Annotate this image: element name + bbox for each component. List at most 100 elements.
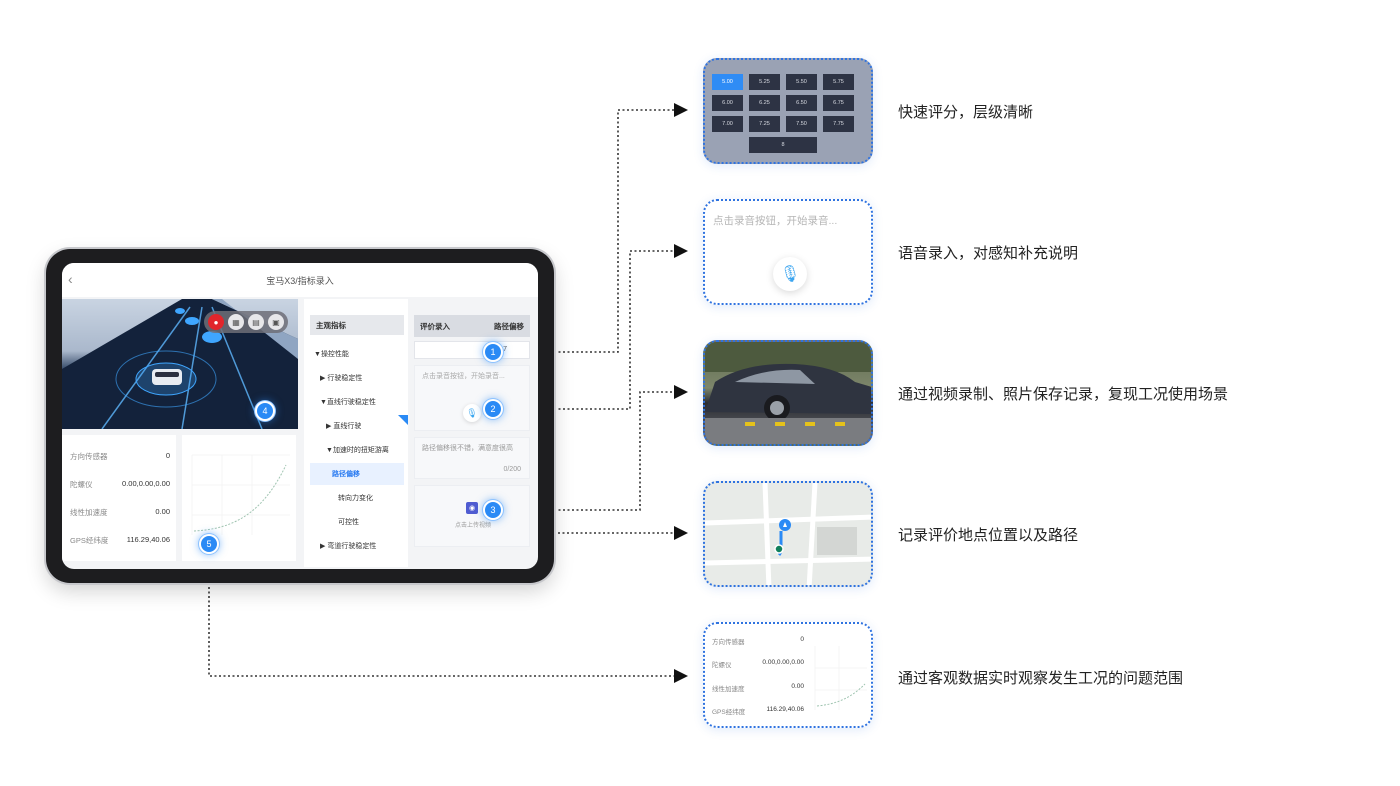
tree-item-selected[interactable]: 路径偏移 <box>310 463 404 485</box>
score-option[interactable]: 6.75 <box>823 95 854 111</box>
sensor-row: 陀螺仪 0.00,0.00,0.00 <box>70 479 170 490</box>
sensor-value: 0 <box>800 636 804 643</box>
arrowhead-4 <box>674 526 688 540</box>
sensor-row: GPS经纬度 116.29,40.06 <box>70 535 170 546</box>
tree-item[interactable]: ▼操控性能 <box>314 351 349 358</box>
note-char-count: 0/200 <box>503 466 521 473</box>
evaluation-panel: 评价录入 路径偏移 7 点击录音按钮，开始录音... 🎙 路径偏移很不错，满意度… <box>414 299 532 567</box>
sensor-value: 116.29,40.06 <box>766 706 804 713</box>
eval-header: 评价录入 路径偏移 <box>414 315 530 337</box>
score-option[interactable]: 7.75 <box>823 116 854 132</box>
callout-label-1: 快速评分，层级清晰 <box>898 104 1034 121</box>
sensor-value: 0.00,0.00,0.00 <box>762 659 804 666</box>
arrowhead-1 <box>674 103 688 117</box>
score-option[interactable]: 6.50 <box>786 95 817 111</box>
badge-4: 4 <box>257 403 273 419</box>
badge-1: 1 <box>485 344 501 360</box>
callout-label-3: 通过视频录制、照片保存记录，复现工况使用场景 <box>898 386 1229 403</box>
badge-3: 3 <box>485 502 501 518</box>
sensor-label: 陀螺仪 <box>70 480 93 489</box>
sensor-value: 116.29,40.06 <box>126 535 170 544</box>
tree-item[interactable]: ▼加速时的扭矩游离 <box>326 447 389 454</box>
voice-placeholder: 点击录音按钮，开始录音... <box>422 373 505 380</box>
score-option[interactable]: 6.25 <box>749 95 780 111</box>
driving-video[interactable]: ● ▦ ▤ ▣ <box>62 299 298 429</box>
score-option[interactable]: 7.25 <box>749 116 780 132</box>
score-option[interactable]: 7.50 <box>786 116 817 132</box>
upload-label: 点击上传视频 <box>454 523 491 529</box>
record-button[interactable]: ● <box>208 314 224 330</box>
eval-header-right: 路径偏移 <box>494 321 524 331</box>
snapshot-button[interactable]: ▦ <box>228 314 244 330</box>
tree-item[interactable]: 可控性 <box>338 519 359 526</box>
callout-label-5: 通过客观数据实时观察发生工况的问题范围 <box>898 670 1184 687</box>
tree-item[interactable]: 转向力变化 <box>338 495 373 502</box>
score-grid-card: 5.00 5.25 5.50 5.75 6.00 6.25 6.50 6.75 … <box>703 58 873 164</box>
score-option[interactable]: 7.00 <box>712 116 743 132</box>
tablet-mockup: ‹ 宝马X3/指标录入 ● <box>46 249 554 583</box>
sensor-row: 线性加速度 0.00 <box>70 507 170 518</box>
note-textarea[interactable]: 路径偏移很不错，满意度很高 0/200 <box>414 437 530 479</box>
sensor-label: GPS经纬度 <box>712 709 746 716</box>
sensor-label: 方向传感器 <box>70 452 108 461</box>
tree-item[interactable]: ▼直线行驶稳定性 <box>320 399 376 406</box>
score-input[interactable]: 7 <box>414 341 530 359</box>
microphone-icon[interactable]: 🎙 <box>463 404 481 422</box>
sensor-value: 0.00 <box>155 507 170 516</box>
score-option[interactable]: 5.25 <box>749 74 780 90</box>
page-title: 宝马X3/指标录入 <box>266 275 334 286</box>
map-card <box>703 481 873 587</box>
microphone-icon[interactable]: 🎙 <box>773 257 807 291</box>
back-icon[interactable]: ‹ <box>68 271 73 287</box>
sensor-row: 线性加速度 0.00 <box>712 683 804 693</box>
route-map <box>705 483 871 585</box>
sensor-row: 陀螺仪 0.00,0.00,0.00 <box>712 659 804 669</box>
score-option[interactable]: 5.50 <box>786 74 817 90</box>
sensor-label: 方向传感器 <box>712 639 745 646</box>
voice-input-box[interactable]: 点击录音按钮，开始录音... 🎙 <box>414 365 530 431</box>
top-bar: ‹ 宝马X3/指标录入 <box>62 263 538 297</box>
indicator-tree: 主观指标 ▼操控性能 ▶ 行驶稳定性 ▼直线行驶稳定性 ▶ 直线行驶 ▼加速时的… <box>304 299 408 567</box>
video-photo-card <box>703 340 873 446</box>
tree-header: 主观指标 <box>310 315 404 335</box>
sensor-label: GPS经纬度 <box>70 536 109 545</box>
tree-item[interactable]: ▶ 弯道行驶稳定性 <box>320 543 377 550</box>
badge-2: 2 <box>485 401 501 417</box>
score-option[interactable]: 6.00 <box>712 95 743 111</box>
sensor-row: GPS经纬度 116.29,40.06 <box>712 706 804 716</box>
car-photo <box>705 342 871 444</box>
sensor-row: 方向传感器 0 <box>70 451 170 462</box>
corner-flag-icon <box>398 415 408 425</box>
note-text: 路径偏移很不错，满意度很高 <box>422 445 513 452</box>
sensor-curve <box>191 454 290 535</box>
sensor-mini-chart <box>182 435 296 561</box>
sensor-value: 0.00 <box>791 683 804 690</box>
arrowhead-5 <box>674 669 688 683</box>
eval-header-left: 评价录入 <box>420 321 450 331</box>
sensor-panel: 方向传感器 0 陀螺仪 0.00,0.00,0.00 线性加速度 0.00 GP… <box>62 435 176 561</box>
callout-label-2: 语音录入，对感知补充说明 <box>898 245 1079 262</box>
tree-item[interactable]: ▶ 行驶稳定性 <box>320 375 363 382</box>
score-option[interactable]: 8 <box>749 137 817 153</box>
arrowhead-2 <box>674 244 688 258</box>
voice-card-placeholder: 点击录音按钮，开始录音... <box>713 215 838 227</box>
video-upload-box[interactable]: ◉ 点击上传视频 <box>414 485 530 547</box>
tree-item[interactable]: ▶ 直线行驶 <box>326 423 362 430</box>
camera-icon[interactable]: ◉ <box>466 502 478 514</box>
sensor-value: 0.00,0.00,0.00 <box>122 479 170 488</box>
sensor-label: 陀螺仪 <box>712 662 732 669</box>
save-button[interactable]: ▤ <box>248 314 264 330</box>
sensor-value: 0 <box>165 451 170 460</box>
sensor-label: 线性加速度 <box>712 686 745 693</box>
voice-input-card: 点击录音按钮，开始录音... 🎙 <box>703 199 873 305</box>
sensor-row: 方向传感器 0 <box>712 636 804 646</box>
sensor-curve <box>814 646 867 710</box>
sensor-data-card: 方向传感器 0 陀螺仪 0.00,0.00,0.00 线性加速度 0.00 GP… <box>703 622 873 728</box>
arrowhead-3 <box>674 385 688 399</box>
sensor-label: 线性加速度 <box>70 508 108 517</box>
tablet-screen: ‹ 宝马X3/指标录入 ● <box>62 263 538 569</box>
score-option[interactable]: 5.75 <box>823 74 854 90</box>
video-control-bar: ● ▦ ▤ ▣ <box>204 311 288 333</box>
gallery-button[interactable]: ▣ <box>268 314 284 330</box>
score-option[interactable]: 5.00 <box>712 74 743 90</box>
